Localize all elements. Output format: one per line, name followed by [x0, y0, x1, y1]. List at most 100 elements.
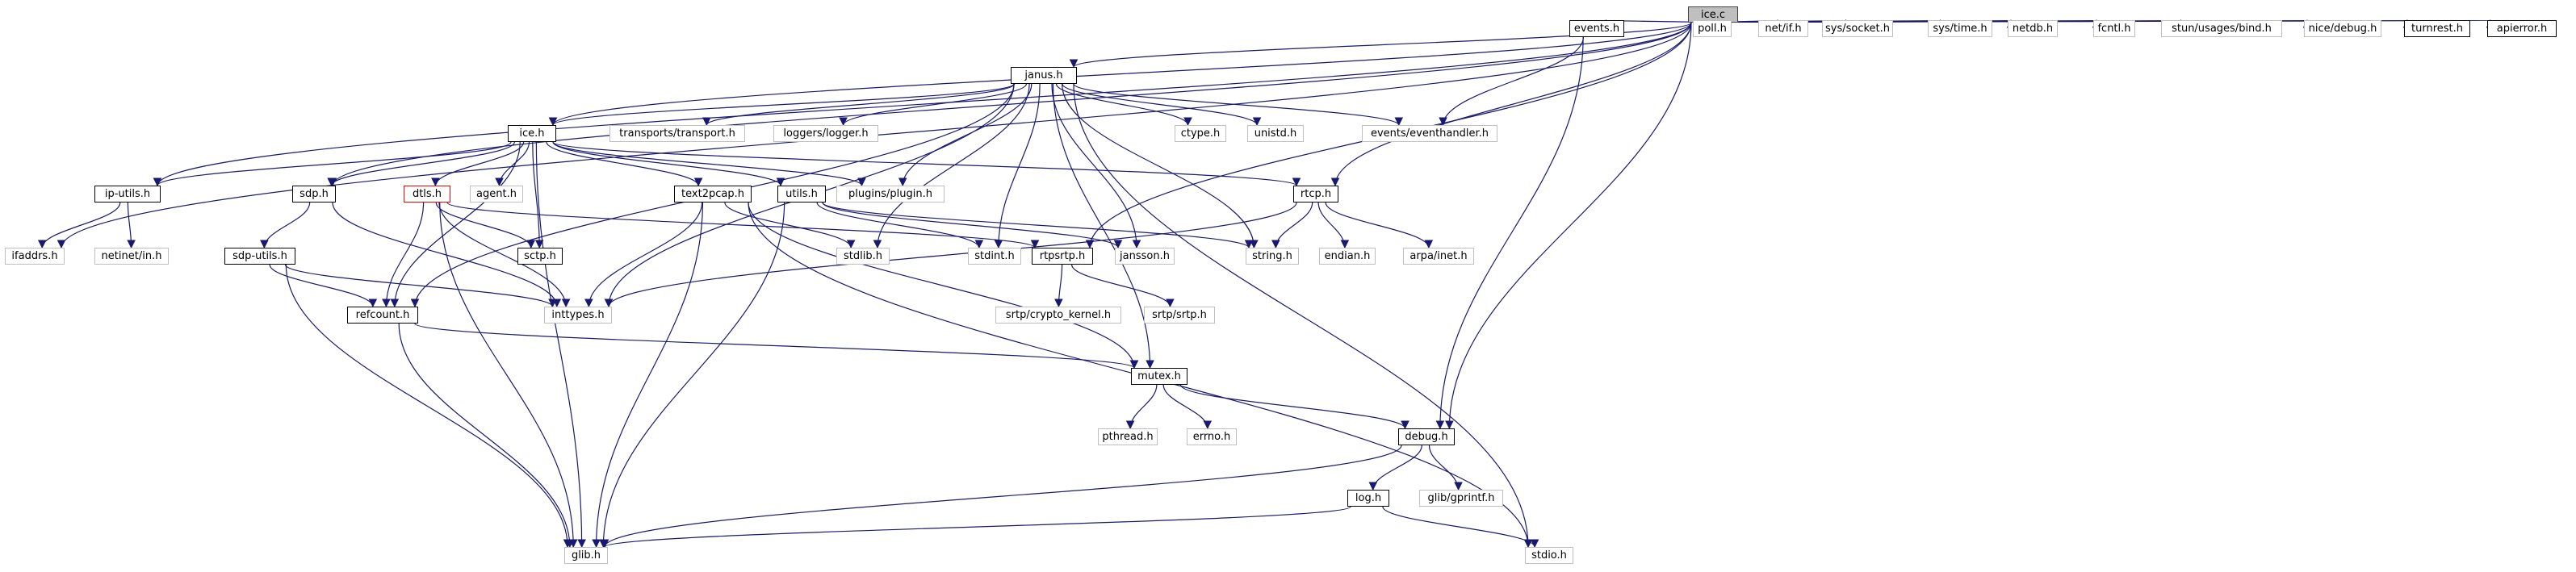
node-sctp-h[interactable]: sctp.h — [517, 248, 563, 265]
node-janus-h[interactable]: janus.h — [1011, 67, 1077, 84]
edge-rtcp-h-to-inttypes-h — [604, 202, 1297, 308]
node-ip-utils-h[interactable]: ip-utils.h — [94, 186, 161, 202]
node-mutex-h[interactable]: mutex.h — [1131, 368, 1187, 385]
edge-layer — [37, 19, 2491, 549]
node-sys-time-h[interactable]: sys/time.h — [1928, 20, 1992, 37]
node-string-h[interactable]: string.h — [1246, 248, 1299, 265]
node-srtp-srtp-h[interactable]: srtp/srtp.h — [1144, 307, 1215, 324]
edge-debug-h-to-log-h — [1368, 445, 1422, 491]
edge-refcount-h-to-glib-h — [398, 323, 575, 549]
node-inttypes-h[interactable]: inttypes.h — [544, 307, 612, 324]
node-agent-h[interactable]: agent.h — [470, 186, 523, 202]
edge-ice-h-to-plugins-plugin-h — [552, 141, 866, 187]
node-events-h[interactable]: events.h — [1569, 20, 1624, 37]
node-netdb-h[interactable]: netdb.h — [2008, 20, 2058, 37]
node-errno-h[interactable]: errno.h — [1187, 428, 1237, 445]
edge-ice-h-to-rtcp-h — [552, 141, 1301, 187]
edge-ice-c-to-rtcp-h — [1330, 22, 1692, 187]
edge-dtls-h-to-glib-h — [439, 202, 578, 549]
edge-dtls-h-to-rtpsrtp-h — [446, 202, 1040, 249]
node-stdint-h[interactable]: stdint.h — [968, 248, 1021, 265]
node-log-h[interactable]: log.h — [1347, 490, 1389, 507]
node-ice-c[interactable]: ice.c — [1688, 6, 1738, 23]
edge-janus-h-to-jansson-h — [1051, 83, 1141, 249]
node-ice-h[interactable]: ice.h — [508, 125, 556, 142]
node-dtls-h[interactable]: dtls.h — [404, 186, 450, 202]
edge-sdp-utils-h-to-glib-h — [285, 264, 572, 549]
edge-rtpsrtp-h-to-srtp-srtp-h — [1071, 264, 1175, 308]
node-rtcp-h[interactable]: rtcp.h — [1293, 186, 1338, 202]
node-stun-usages-bind-h[interactable]: stun/usages/bind.h — [2161, 20, 2282, 37]
node-debug-h[interactable]: debug.h — [1398, 428, 1455, 445]
edge-ice-h-to-sdp-h — [327, 141, 515, 187]
edge-janus-h-to-plugins-plugin-h — [898, 83, 1032, 187]
edge-ice-c-to-janus-h — [1069, 22, 1692, 69]
edge-ice-h-to-agent-h — [495, 141, 530, 187]
node-sys-socket-h[interactable]: sys/socket.h — [1822, 20, 1893, 37]
edge-mutex-h-to-debug-h — [1179, 384, 1409, 430]
edge-dtls-h-to-refcount-h — [382, 202, 425, 308]
edge-ice-h-to-ip-utils-h — [153, 141, 512, 187]
node-nice-debug-h[interactable]: nice/debug.h — [2304, 20, 2381, 37]
edge-mutex-h-to-pthread-h — [1125, 384, 1158, 430]
node-glib-gprintf-h[interactable]: glib/gprintf.h — [1419, 490, 1503, 507]
edge-rtcp-h-to-endian-h — [1317, 202, 1350, 249]
edge-sdp-utils-h-to-refcount-h — [269, 264, 378, 308]
edge-ice-c-to-ip-utils-h — [153, 22, 1692, 187]
edge-rtcp-h-to-string-h — [1271, 202, 1313, 249]
edge-ice-c-to-ice-h — [548, 22, 1692, 127]
node-stdio-h[interactable]: stdio.h — [1525, 547, 1573, 564]
edge-mutex-h-to-errno-h — [1162, 384, 1213, 430]
node-srtp-crypto-kernel-h[interactable]: srtp/crypto_kernel.h — [995, 307, 1121, 324]
node-pthread-h[interactable]: pthread.h — [1098, 428, 1158, 445]
node-arpa-inet-h[interactable]: arpa/inet.h — [1403, 248, 1474, 265]
edge-janus-h-to-mutex-h — [1052, 83, 1154, 370]
node-transports-transport-h[interactable]: transports/transport.h — [609, 125, 745, 142]
edge-janus-h-to-stdint-h — [994, 83, 1041, 249]
edge-text2pcap-h-to-stdlib-h — [724, 202, 856, 249]
edge-ice-h-to-dtls-h — [431, 141, 525, 187]
node-unistd-h[interactable]: unistd.h — [1247, 125, 1304, 142]
edge-sdp-h-to-inttypes-h — [332, 202, 562, 308]
edge-rtcp-h-to-arpa-inet-h — [1325, 202, 1434, 249]
node-refcount-h[interactable]: refcount.h — [347, 307, 418, 324]
edge-janus-h-to-string-h — [1062, 83, 1259, 249]
edge-debug-h-to-glib-gprintf-h — [1428, 445, 1463, 491]
node-events-eventhandler-h[interactable]: events/eventhandler.h — [1362, 125, 1497, 142]
node-jansson-h[interactable]: jansson.h — [1115, 248, 1175, 265]
node-ctype-h[interactable]: ctype.h — [1175, 125, 1226, 142]
edge-janus-h-to-loggers-logger-h — [839, 83, 1027, 127]
edge-events-h-to-events-eventhandler-h — [1439, 36, 1585, 127]
edge-utils-h-to-jansson-h — [822, 202, 1123, 249]
node-poll-h[interactable]: poll.h — [1693, 20, 1732, 37]
edge-ice-c-to-debug-h — [1445, 22, 1692, 430]
edge-janus-h-to-transports-transport-h — [702, 83, 1016, 127]
edge-janus-h-to-stdio-h — [1073, 83, 1533, 549]
edge-ice-h-to-sctp-h — [532, 141, 544, 249]
node-rtpsrtp-h[interactable]: rtpsrtp.h — [1032, 248, 1093, 265]
node-netinet-in-h[interactable]: netinet/in.h — [94, 248, 169, 265]
node-text2pcap-h[interactable]: text2pcap.h — [674, 186, 752, 202]
edge-text2pcap-h-to-glib-h — [592, 202, 704, 549]
node-utils-h[interactable]: utils.h — [777, 186, 826, 202]
edge-text2pcap-h-to-inttypes-h — [584, 202, 703, 308]
node-stdlib-h[interactable]: stdlib.h — [836, 248, 890, 265]
edge-janus-h-to-unistd-h — [1062, 83, 1262, 127]
edge-log-h-to-stdio-h — [1382, 506, 1539, 549]
node-loggers-logger-h[interactable]: loggers/logger.h — [773, 125, 878, 142]
node-ifaddrs-h[interactable]: ifaddrs.h — [5, 248, 65, 265]
node-sdp-utils-h[interactable]: sdp-utils.h — [224, 248, 295, 265]
edge-janus-h-to-ctype-h — [1055, 83, 1192, 127]
node-plugins-plugin-h[interactable]: plugins/plugin.h — [836, 186, 945, 202]
node-glib-h[interactable]: glib.h — [564, 547, 608, 564]
node-net-if-h[interactable]: net/if.h — [1758, 20, 1808, 37]
edge-ip-utils-h-to-netinet-in-h — [127, 202, 136, 249]
node-apierror-h[interactable]: apierror.h — [2487, 20, 2557, 37]
node-endian-h[interactable]: endian.h — [1319, 248, 1376, 265]
node-sdp-h[interactable]: sdp.h — [292, 186, 336, 202]
node-fcntl-h[interactable]: fcntl.h — [2093, 20, 2135, 37]
node-turnrest-h[interactable]: turnrest.h — [2404, 20, 2470, 37]
edge-ice-h-to-refcount-h — [390, 141, 521, 308]
edge-log-h-to-glib-h — [601, 506, 1351, 549]
